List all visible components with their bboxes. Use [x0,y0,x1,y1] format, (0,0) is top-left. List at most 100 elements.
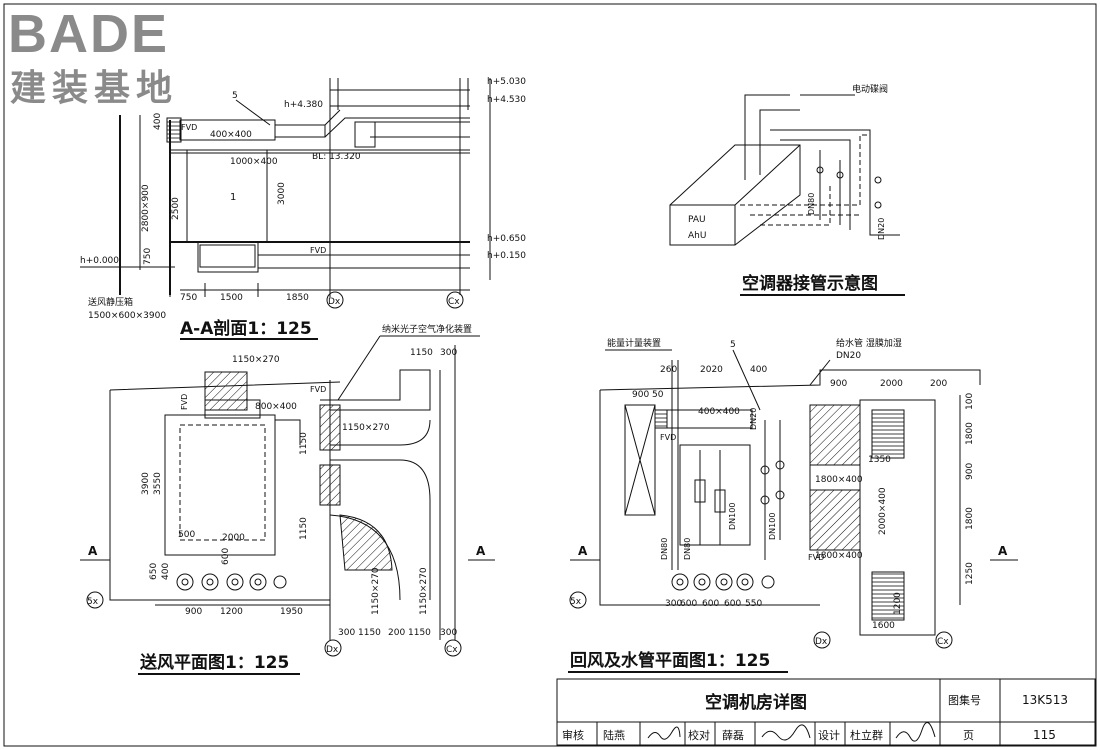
svg-text:1150×270: 1150×270 [342,423,390,433]
svg-text:A: A [578,544,588,558]
svg-text:750: 750 [180,293,197,303]
svg-text:h+0.650: h+0.650 [487,234,526,244]
svg-text:1600: 1600 [872,621,895,631]
svg-text:200: 200 [930,379,947,389]
svg-text:1800: 1800 [965,507,975,530]
svg-text:900: 900 [632,390,649,400]
svg-text:1: 1 [230,192,236,203]
svg-text:1150×270: 1150×270 [232,355,280,365]
svg-text:Cx: Cx [448,297,460,307]
svg-text:h+4.530: h+4.530 [487,95,526,105]
svg-text:5x: 5x [87,597,99,607]
svg-text:600: 600 [680,599,697,609]
svg-text:900: 900 [185,607,202,617]
svg-text:A: A [998,544,1008,558]
svg-text:A: A [476,544,486,558]
svg-text:FVD: FVD [660,433,676,442]
svg-text:1800×400: 1800×400 [815,551,863,561]
atlas-number: 13K513 [1022,693,1068,707]
svg-text:500: 500 [178,530,195,540]
svg-text:400×400: 400×400 [698,407,740,417]
svg-text:1150×270: 1150×270 [419,567,429,615]
svg-text:5: 5 [232,91,238,101]
svg-text:DN80: DN80 [660,538,669,560]
svg-text:300: 300 [440,628,457,638]
svg-text:1150: 1150 [358,628,381,638]
svg-text:h+5.030: h+5.030 [487,77,526,87]
connection-view: PAU AhU DN80 DN20 电动碟阀 空调器接管示意图 [669,83,905,296]
design-name: 杜立群 [850,728,883,742]
logo: BADE 建装基地 [8,4,178,109]
unit-label-2: AhU [688,231,706,241]
svg-text:FVD: FVD [310,246,326,255]
svg-text:Cx: Cx [937,637,949,647]
review-label: 审核 [562,728,584,742]
connection-title: 空调器接管示意图 [742,273,878,294]
svg-text:1500: 1500 [220,293,243,303]
svg-text:1500×600×3900: 1500×600×3900 [88,311,166,321]
svg-text:5: 5 [730,340,736,350]
svg-text:400: 400 [153,113,163,130]
sheet-border [3,3,1097,747]
dn20-note: DN20 [836,351,861,361]
svg-text:400×400: 400×400 [210,130,252,140]
svg-text:1150: 1150 [408,628,431,638]
svg-text:FVD: FVD [180,394,189,410]
svg-text:FVD: FVD [808,553,824,562]
svg-text:260: 260 [660,365,677,375]
svg-text:Dx: Dx [328,297,341,307]
section-title: A-A剖面1：125 [180,318,312,339]
design-signature [895,722,936,742]
svg-text:5x: 5x [570,597,582,607]
review-name: 陆燕 [603,728,625,742]
page-number: 115 [1033,728,1056,742]
svg-text:550: 550 [745,599,762,609]
svg-text:300: 300 [440,348,457,358]
svg-text:1800×400: 1800×400 [815,475,863,485]
logo-subtitle: 建装基地 [10,68,178,109]
svg-text:200: 200 [388,628,405,638]
svg-text:2000×400: 2000×400 [878,487,888,535]
svg-text:1850: 1850 [286,293,309,303]
svg-text:h+4.380: h+4.380 [284,100,323,110]
svg-text:1150: 1150 [410,348,433,358]
svg-text:3550: 3550 [153,472,163,495]
atlas-label: 图集号 [948,693,981,707]
svg-text:1200: 1200 [220,607,243,617]
check-name: 薛磊 [722,729,744,742]
svg-text:1250: 1250 [965,562,975,585]
meter-note: 能量计量装置 [607,337,661,349]
svg-text:DN100: DN100 [768,513,777,540]
svg-text:900: 900 [830,379,847,389]
svg-text:2500: 2500 [171,197,181,220]
svg-text:600: 600 [221,548,231,565]
svg-text:DN100: DN100 [728,503,737,530]
svg-text:3900: 3900 [141,472,151,495]
svg-text:DN80: DN80 [683,538,692,560]
svg-text:100: 100 [965,393,975,410]
svg-text:1150: 1150 [299,432,309,455]
supply-plan-title: 送风平面图1：125 [140,652,289,673]
svg-text:h+0.000: h+0.000 [80,256,119,266]
electric-valve-note: 电动碟阀 [852,83,888,95]
svg-text:1350: 1350 [868,455,891,465]
svg-text:2800×900: 2800×900 [141,184,151,232]
svg-text:300: 300 [338,628,355,638]
svg-text:1800: 1800 [965,422,975,445]
svg-text:50: 50 [652,390,664,400]
svg-text:1000×400: 1000×400 [230,157,278,167]
svg-text:2000: 2000 [222,533,245,543]
svg-text:送风静压箱: 送风静压箱 [88,296,133,308]
svg-text:Dx: Dx [326,645,339,655]
purifier-note: 纳米光子空气净化装置 [382,323,472,335]
svg-text:800×400: 800×400 [255,402,297,412]
svg-text:1150: 1150 [299,517,309,540]
section-view: 1 2800×900 2500 3000 750 400 400×400 100… [80,77,526,340]
water-note: 给水管 湿膜加湿 [836,337,902,349]
svg-text:400: 400 [750,365,767,375]
svg-text:400: 400 [161,563,171,580]
review-signature [647,726,681,740]
check-signature [761,724,811,741]
svg-text:DN20: DN20 [877,218,886,240]
